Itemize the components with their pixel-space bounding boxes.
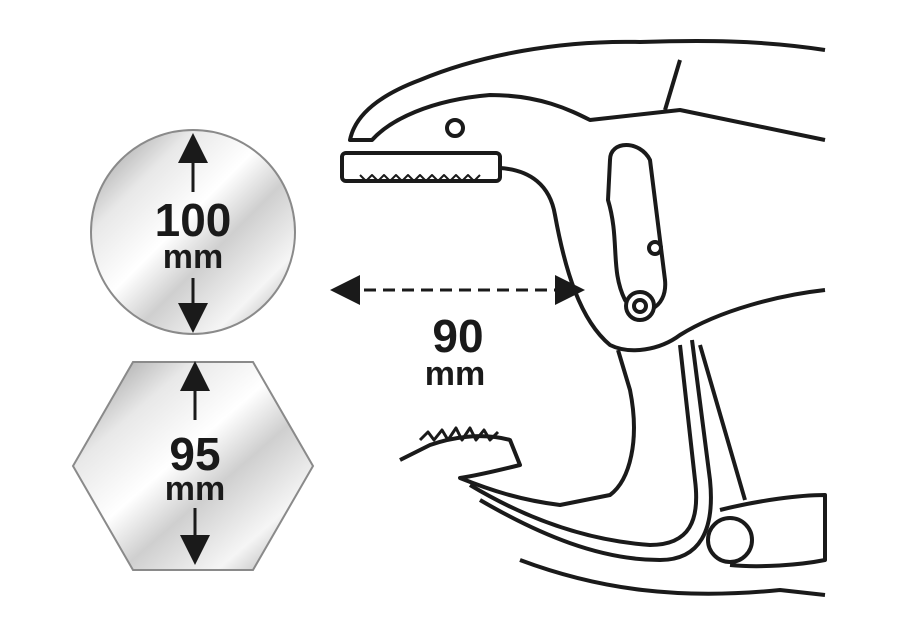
upper-jaw-insert — [340, 151, 502, 183]
adjuster-rivet — [647, 240, 663, 256]
upper-handle-seam — [663, 59, 682, 111]
lower-handle-outer — [478, 339, 713, 562]
lower-handle-bottom — [519, 558, 826, 597]
jaw-depth-value: 90 — [432, 310, 483, 362]
hex-stock: 95 mm — [71, 361, 315, 571]
lower-handle-inner — [468, 344, 699, 547]
hex-stock-shape — [71, 361, 315, 571]
pivot-bolt-center — [632, 298, 648, 314]
hex-capacity-value: 95 — [169, 428, 220, 480]
round-capacity-value: 100 — [155, 194, 232, 246]
upper-jaw-teeth — [359, 174, 481, 182]
release-lever — [698, 344, 747, 501]
upper-jaw-top — [348, 38, 826, 142]
jaw-depth-unit: mm — [425, 355, 485, 393]
pliers-illustration — [340, 38, 827, 597]
hex-capacity-unit: mm — [165, 470, 225, 508]
lower-pivot — [706, 516, 754, 564]
round-capacity-unit: mm — [163, 238, 223, 276]
round-stock: 100 mm — [90, 129, 296, 335]
upper-jaw-body — [499, 166, 826, 353]
jaw-depth-dimension: 90 mm — [330, 275, 585, 393]
round-stock-shape — [90, 129, 296, 335]
upper-jaw-rivet — [445, 118, 465, 138]
lower-jaw-teeth — [418, 426, 500, 442]
adjuster-body — [606, 143, 668, 313]
